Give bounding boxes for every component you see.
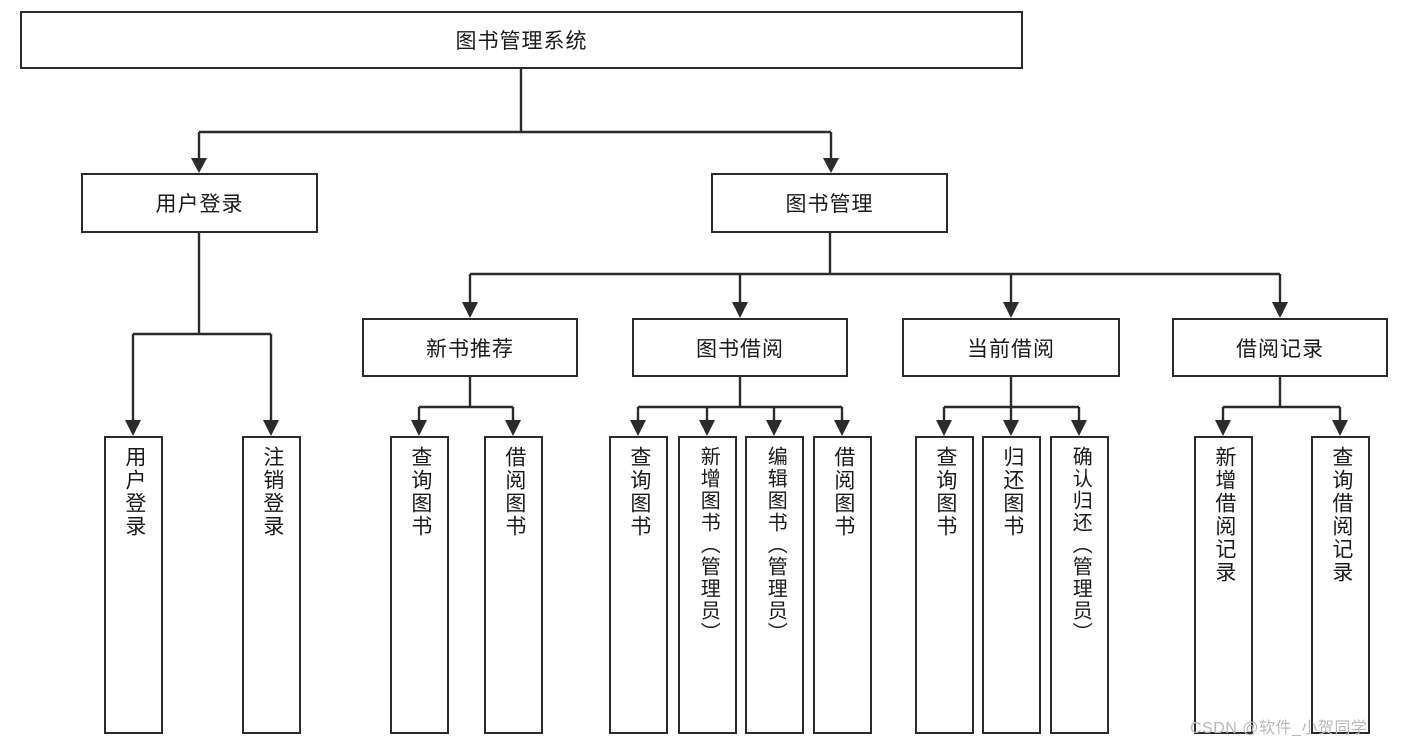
leaf-confirm-return-admin[interactable]: 确认归还（管理员） <box>1050 436 1109 734</box>
leaf-add-book-admin[interactable]: 新增图书（管理员） <box>678 436 737 734</box>
leaf-query-borrow-record[interactable]: 查询借阅记录 <box>1311 436 1370 734</box>
leaf-logout[interactable]: 注销登录 <box>242 436 301 734</box>
node-user-login[interactable]: 用户登录 <box>81 173 318 233</box>
leaf-borrow-book-recommend[interactable]: 借阅图书 <box>484 436 543 734</box>
node-current-borrow[interactable]: 当前借阅 <box>902 318 1120 377</box>
leaf-borrow-book-borrow[interactable]: 借阅图书 <box>813 436 872 734</box>
leaf-add-borrow-record[interactable]: 新增借阅记录 <box>1194 436 1253 734</box>
node-root[interactable]: 图书管理系统 <box>20 11 1023 69</box>
leaf-return-book[interactable]: 归还图书 <box>982 436 1041 734</box>
node-borrow-record[interactable]: 借阅记录 <box>1172 318 1388 377</box>
leaf-query-book-current[interactable]: 查询图书 <box>915 436 974 734</box>
leaf-query-book-recommend[interactable]: 查询图书 <box>390 436 449 734</box>
leaf-query-book-borrow[interactable]: 查询图书 <box>609 436 668 734</box>
node-book-manage[interactable]: 图书管理 <box>711 173 948 233</box>
leaf-edit-book-admin[interactable]: 编辑图书（管理员） <box>745 436 804 734</box>
node-book-borrow[interactable]: 图书借阅 <box>632 318 848 377</box>
watermark-text: CSDN @软件_小贺同学 <box>1190 720 1368 737</box>
node-new-book-recommend[interactable]: 新书推荐 <box>362 318 578 377</box>
leaf-user-login[interactable]: 用户登录 <box>104 436 163 734</box>
